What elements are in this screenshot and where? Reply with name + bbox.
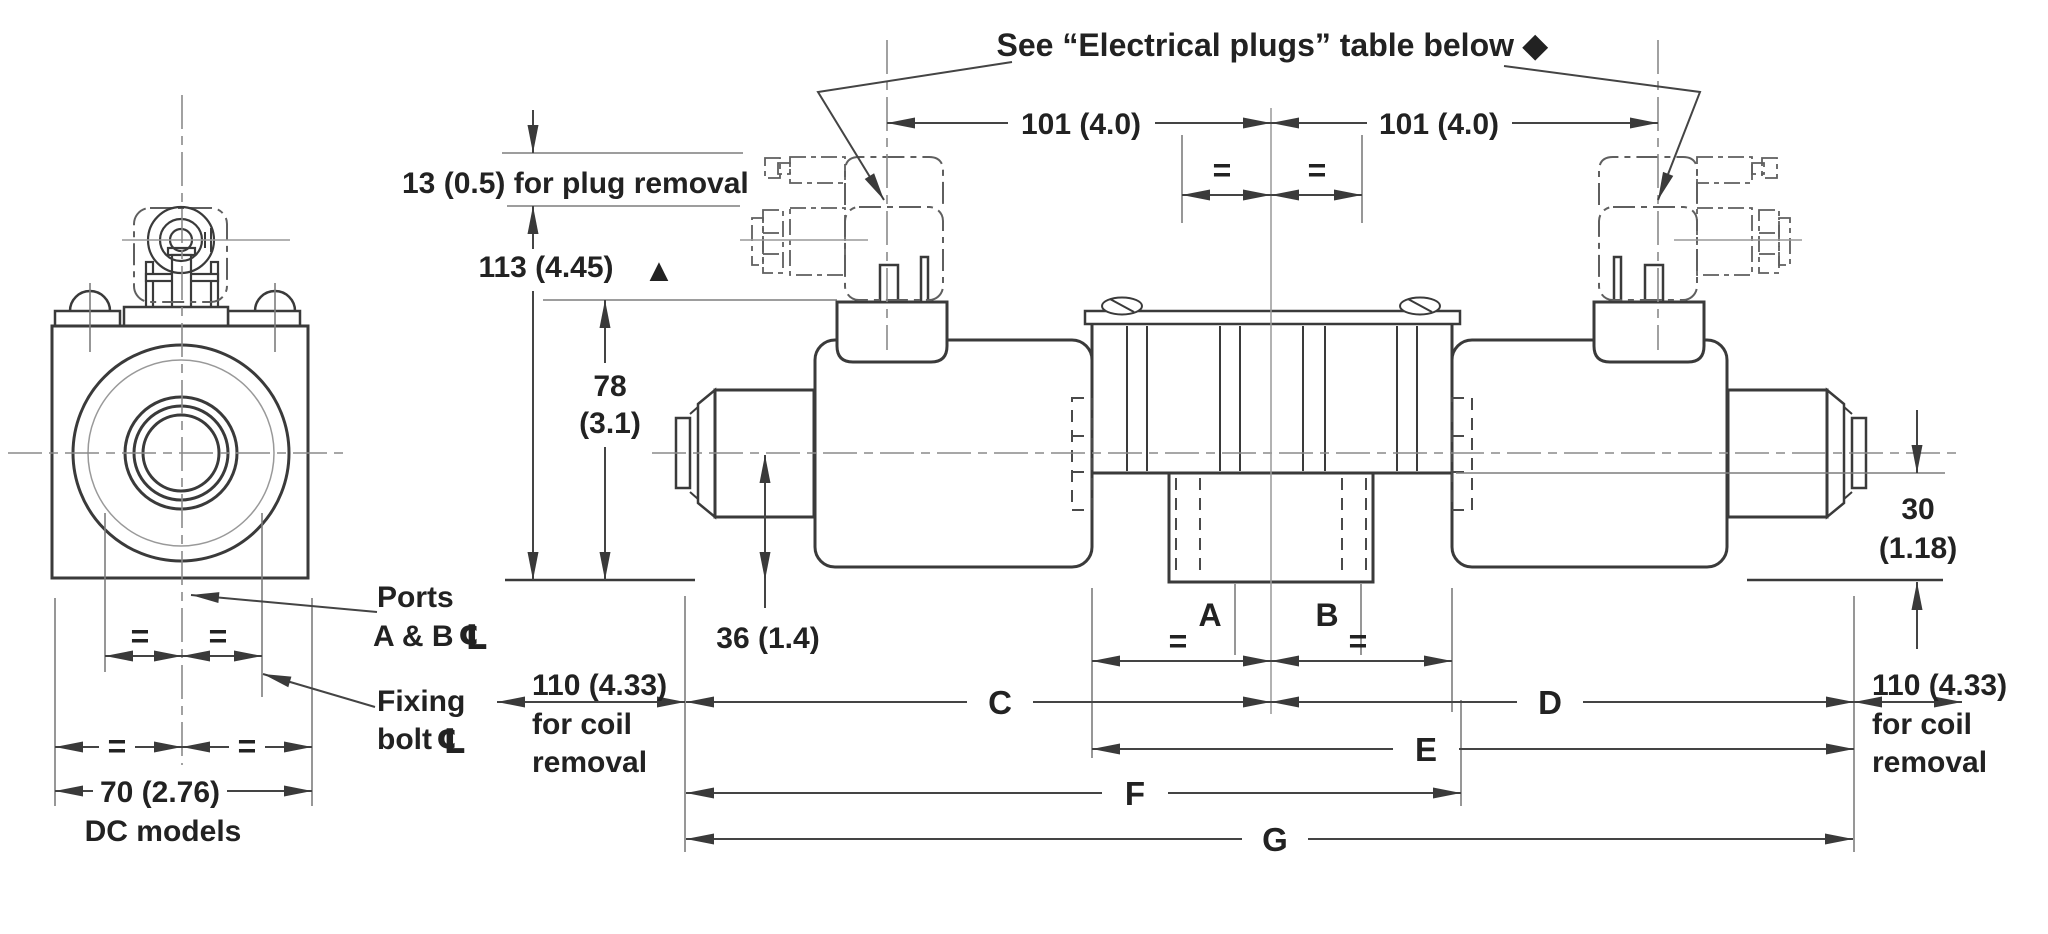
- gland-right-lower-nut: [1758, 209, 1780, 274]
- coil-removal-left-3: removal: [532, 746, 647, 779]
- front-view: [8, 95, 348, 765]
- ports-label-1: Ports: [377, 581, 454, 614]
- electrical-plugs-note: See “Electrical plugs” table below ◆: [997, 27, 1549, 63]
- gland-right-upper-nut: [1761, 157, 1778, 179]
- side-view: [505, 40, 1962, 714]
- plug-pin-right-thin: [1612, 255, 1623, 304]
- plug-pin-left-wide: [878, 263, 900, 304]
- dim-113-label: 113 (4.45): [478, 251, 613, 284]
- dim-70-label: 70 (2.76): [100, 776, 220, 809]
- ports-leader: [190, 592, 378, 613]
- side-view-dimensions: 101 (4.0) 101 (4.0) = = 13 (0.5) for plu…: [402, 27, 2007, 858]
- gland-left-lower-body: [789, 207, 846, 276]
- coil-removal-left-2: for coil: [532, 708, 632, 741]
- dim-13-label: 13 (0.5) for plug removal: [402, 167, 749, 200]
- nameplate: [1083, 309, 1462, 326]
- nut-left-conn-top: [689, 406, 699, 415]
- gland-left-upper-body: [789, 156, 846, 184]
- dim-36-label: 36 (1.4): [716, 622, 819, 655]
- nameplate-screw-left-slot: [1109, 298, 1135, 313]
- dim-g-label: G: [1262, 821, 1288, 858]
- top-block: [122, 305, 230, 328]
- gland-left-lower-nut: [762, 209, 784, 274]
- dim-d-label: D: [1538, 684, 1562, 721]
- fixing-label-1: Fixing: [377, 685, 465, 718]
- top-plate-left: [53, 309, 122, 328]
- equal-mark: =: [131, 618, 150, 654]
- equal-mark: =: [238, 728, 257, 764]
- plug-phantom-right-upper: [1598, 156, 1698, 205]
- dim-101-right-label: 101 (4.0): [1379, 108, 1499, 141]
- coil-removal-right-3: removal: [1872, 746, 1987, 779]
- valve-body-front: [50, 324, 310, 580]
- plug-base-left: [835, 300, 949, 364]
- ports-centerline-symbol: ℄: [458, 618, 488, 658]
- gland-left-upper-nut: [764, 157, 781, 179]
- equal-mark: =: [209, 618, 228, 654]
- ports-label-2: A & B: [373, 620, 454, 653]
- nut-right-conn-bot: [1843, 491, 1853, 500]
- coil-removal-right-2: for coil: [1872, 708, 1972, 741]
- port-a-label: A: [1198, 597, 1221, 633]
- top-plate-right: [226, 309, 302, 328]
- plug-pin-right-wide: [1643, 263, 1665, 304]
- plug-phantom-left-upper: [844, 156, 944, 205]
- coil-removal-left-1: 110 (4.33): [532, 669, 667, 702]
- dim-78-mm: 78: [593, 370, 626, 403]
- nut-left-conn-bot: [689, 491, 699, 500]
- equal-mark: =: [1169, 623, 1188, 659]
- dim-f-label: F: [1125, 775, 1145, 812]
- gland-left-upper-neck: [777, 162, 791, 175]
- fixing-label-2: bolt: [377, 723, 432, 756]
- nut-right-conn-top: [1843, 406, 1853, 415]
- valve-body-upper: [1090, 321, 1454, 475]
- dim-e-label: E: [1415, 731, 1437, 768]
- dim-30-mm: 30: [1901, 493, 1934, 526]
- coil-removal-right-1: 110 (4.33): [1872, 669, 2007, 702]
- equal-mark: =: [1213, 152, 1232, 188]
- gland-right-lower-cap: [1778, 217, 1791, 266]
- gland-left-lower-cap: [751, 217, 764, 266]
- equal-mark: =: [1308, 152, 1327, 188]
- dim-78-in: (3.1): [579, 407, 641, 440]
- port-b-label: B: [1315, 597, 1338, 633]
- equal-mark: =: [1349, 623, 1368, 659]
- dim-70-note: DC models: [85, 815, 242, 848]
- fixing-centerline-symbol: ℄: [436, 722, 466, 762]
- gland-right-upper-neck: [1751, 162, 1765, 175]
- note-leader-left: [816, 61, 1013, 201]
- front-view-dimensions: = = = = 70 (2.76) DC models Ports A & B …: [54, 513, 488, 848]
- dim-30-in: (1.18): [1879, 532, 1957, 565]
- plug-phantom-left-lower: [844, 206, 944, 301]
- gland-right-lower-body: [1696, 207, 1753, 276]
- gland-right-upper-body: [1696, 156, 1753, 184]
- dim-c-label: C: [988, 684, 1012, 721]
- hidden-nut-right: [1451, 397, 1473, 511]
- note-leader-right: [1503, 65, 1702, 201]
- plug-pin-left-thin: [919, 255, 930, 304]
- equal-mark: =: [108, 728, 127, 764]
- dim-113-marker: ▲: [643, 252, 675, 288]
- plug-base-right: [1592, 300, 1706, 364]
- fixing-leader: [262, 673, 376, 708]
- nameplate-screw-right-slot: [1407, 298, 1433, 313]
- dim-101-left-label: 101 (4.0): [1021, 108, 1141, 141]
- hidden-nut-left: [1071, 397, 1093, 511]
